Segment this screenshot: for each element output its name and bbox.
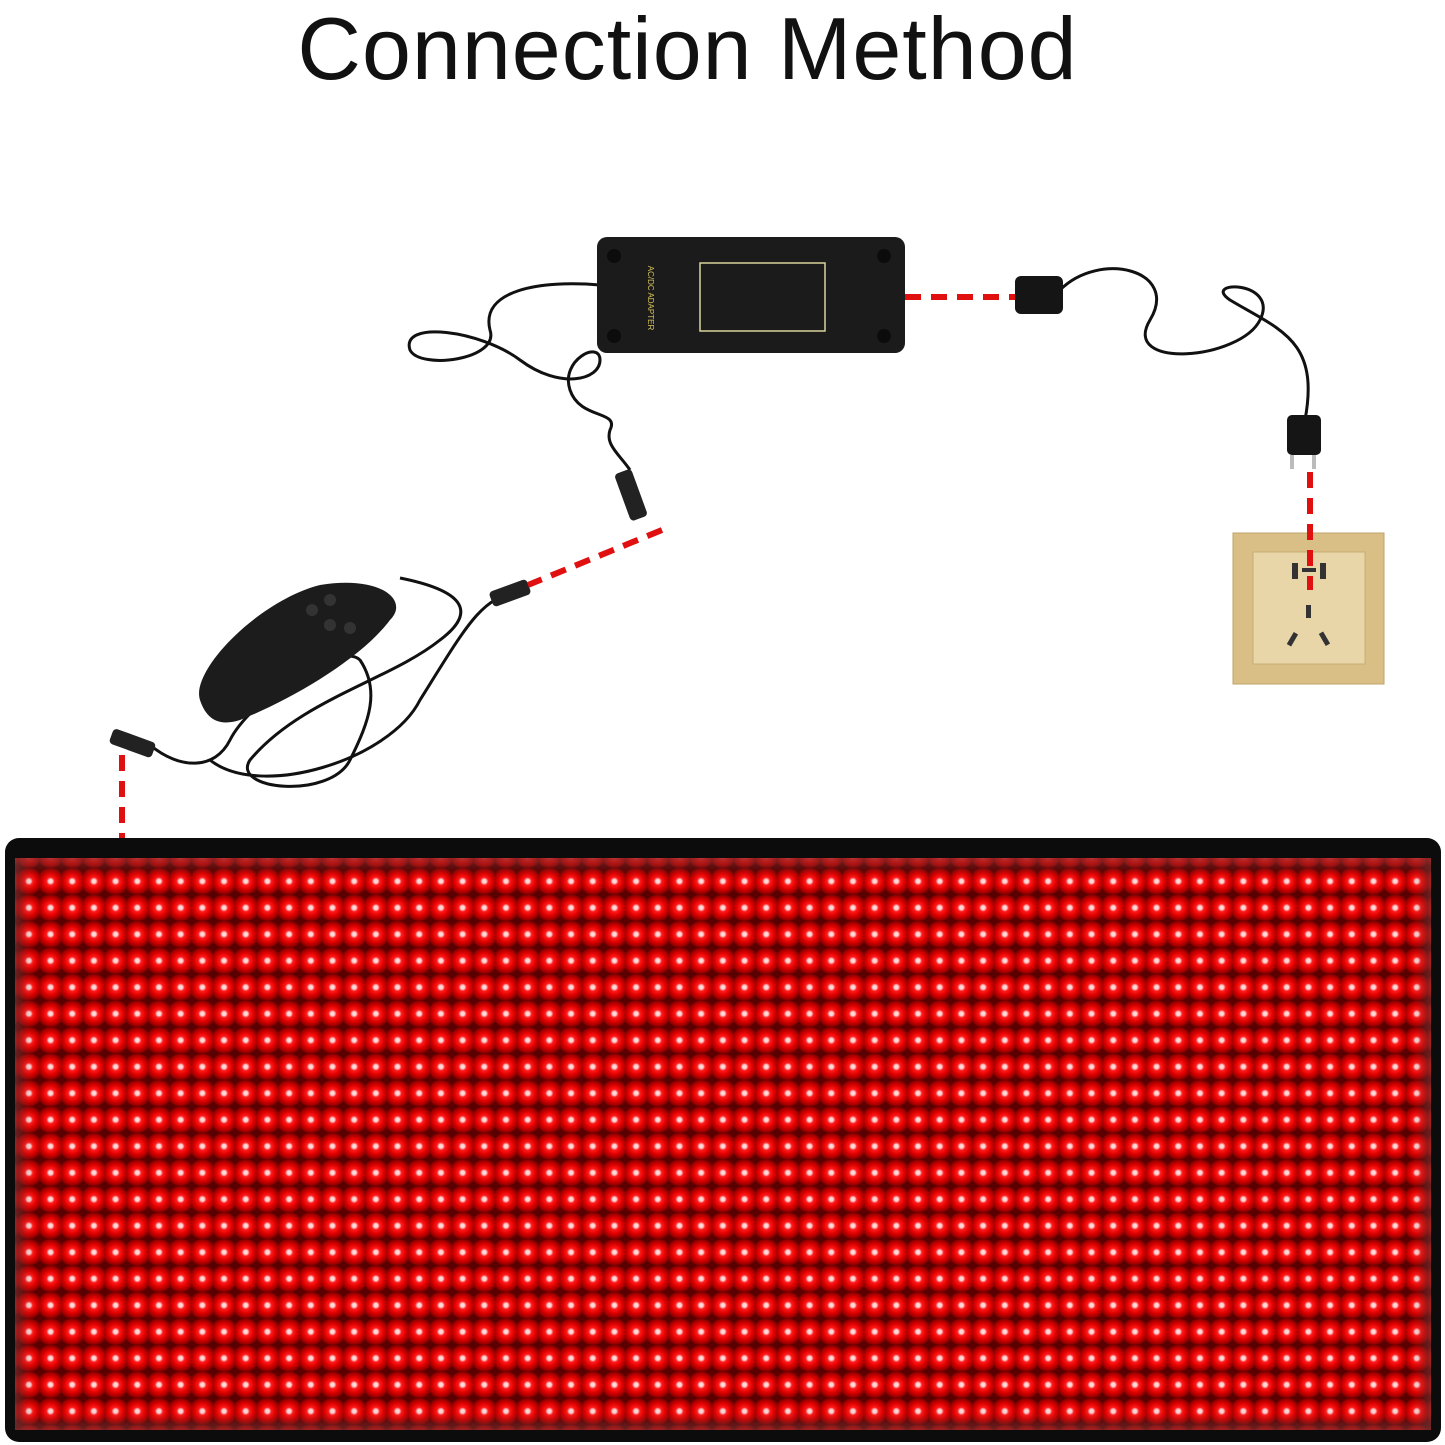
adapter-label: AC/DC ADAPTER: [646, 266, 655, 331]
dc-connector-icon: [489, 579, 531, 607]
dc-connector-icon: [615, 469, 647, 521]
remote-controller: [199, 582, 397, 723]
page-title: Connection Method: [297, 0, 1078, 98]
power-plug: [1015, 276, 1321, 469]
dashed-connections: [119, 294, 1313, 840]
dc-connector-icon: [109, 729, 156, 758]
connection-diagram: AC/DC ADAPTER: [109, 237, 1385, 840]
wall-socket: [1232, 532, 1385, 685]
controller-cable: [149, 576, 463, 788]
plug-cable: [1058, 267, 1310, 421]
red-light-therapy-panel: [5, 838, 1441, 1442]
power-adapter: AC/DC ADAPTER: [597, 237, 905, 353]
led-grid: [15, 858, 1431, 1430]
adapter-cable: [407, 282, 632, 471]
cables: [149, 267, 1310, 788]
adapter-to-controller-line: [526, 527, 664, 588]
